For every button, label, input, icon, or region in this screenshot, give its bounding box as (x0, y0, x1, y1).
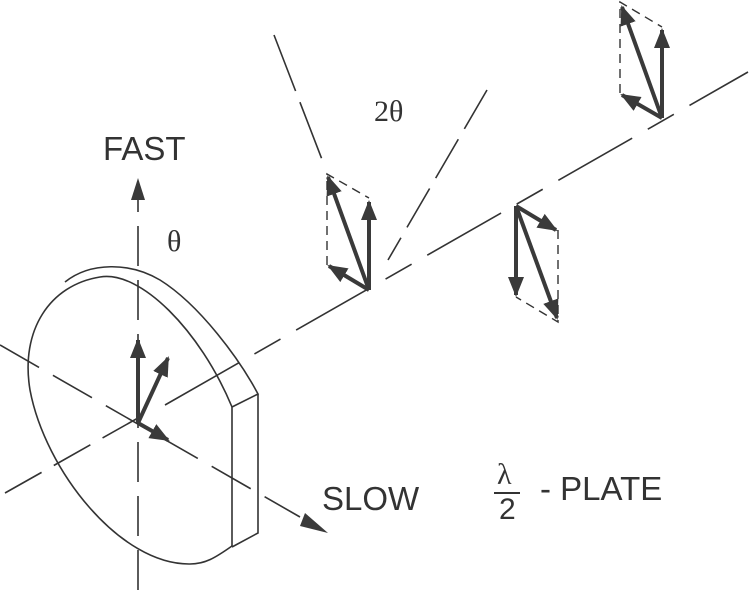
mid-polarization-arrow (514, 205, 559, 320)
input-slow-arrow (327, 264, 371, 292)
propagation-axis-far (164, 71, 749, 406)
theta-label: θ (167, 225, 182, 258)
slow-axis-label: SLOW (322, 480, 420, 517)
parallelogram-1 (326, 172, 370, 265)
polarization-arrow (136, 356, 170, 424)
output-polarization-arrow (620, 5, 664, 119)
angle-line-left (273, 34, 324, 163)
fast-axis-arrowhead (131, 178, 145, 200)
plate-rim (64, 265, 260, 548)
fraction-denominator: 2 (499, 493, 516, 526)
propagation-axis (4, 417, 139, 494)
plate-front-face (27, 275, 233, 565)
parallelogram-2 (515, 230, 559, 324)
angle-line-right (387, 89, 488, 261)
lambda-symbol: λ (497, 458, 512, 491)
mid-slow-arrow (514, 204, 558, 232)
plate-label: - PLATE (540, 470, 663, 507)
fast-axis-label: FAST (103, 130, 186, 167)
slow-axis (0, 344, 301, 518)
parallelogram-3 (619, 0, 663, 93)
two-theta-label: 2θ (374, 95, 404, 128)
slow-axis-arrowhead (300, 513, 328, 533)
output-slow-arrow (620, 93, 663, 120)
slow-component-arrow (137, 421, 170, 442)
input-polarization-arrow (326, 175, 371, 291)
